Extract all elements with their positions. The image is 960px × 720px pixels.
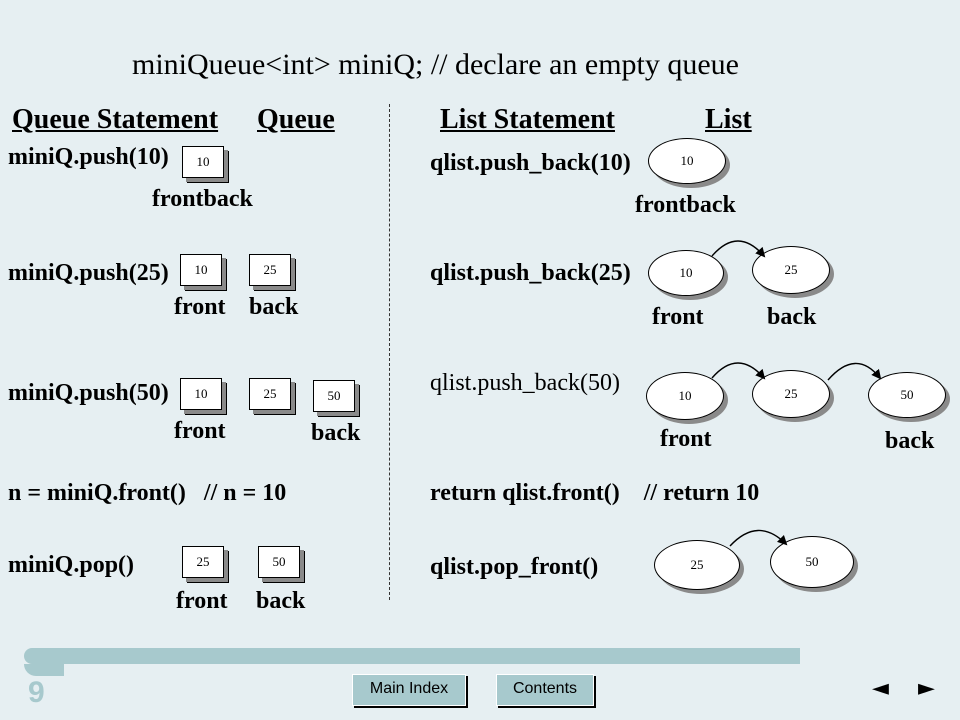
- footer-bar: [24, 648, 800, 664]
- queue-statement-pop: miniQ.pop(): [8, 552, 135, 578]
- header-queue: Queue: [257, 104, 335, 135]
- header-list: List: [705, 104, 752, 135]
- header-queue-statement: Queue Statement: [12, 104, 219, 135]
- list-statement-push-back-25: qlist.push_back(25): [430, 260, 631, 286]
- main-index-button[interactable]: Main Index: [352, 674, 466, 706]
- list-node: 10: [646, 372, 724, 420]
- list-node: 50: [868, 372, 946, 418]
- queue-box: 25: [182, 546, 224, 578]
- previous-arrow-icon[interactable]: ◄: [872, 676, 889, 701]
- queue-statement-push-10: miniQ.push(10): [8, 144, 169, 170]
- link-arrow: [711, 362, 766, 380]
- queue-box: 10: [180, 378, 222, 410]
- slide-title: miniQueue<int> miniQ; // declare an empt…: [132, 48, 740, 81]
- list-node: 25: [654, 540, 740, 590]
- list-front-label: front: [660, 426, 712, 452]
- next-arrow-icon[interactable]: ►: [918, 676, 935, 701]
- footer-bar-notch: [24, 664, 64, 676]
- queue-box: 10: [180, 254, 222, 286]
- queue-back-label: back: [311, 420, 361, 446]
- queue-frontback-label: frontback: [152, 186, 253, 212]
- queue-back-label: back: [256, 588, 306, 614]
- queue-box: 50: [313, 380, 355, 412]
- queue-statement-push-25: miniQ.push(25): [8, 260, 169, 286]
- queue-box: 10: [182, 146, 224, 178]
- list-front-label: front: [652, 304, 704, 330]
- queue-statement-push-50: miniQ.push(50): [8, 380, 169, 406]
- link-arrow: [827, 362, 882, 381]
- queue-statement-front: n = miniQ.front() // n = 10: [8, 480, 287, 506]
- list-node: 10: [648, 138, 726, 184]
- queue-front-label: front: [174, 294, 226, 320]
- list-node: 10: [648, 250, 724, 296]
- queue-box: 50: [258, 546, 300, 578]
- list-back-label: back: [885, 428, 935, 454]
- contents-button[interactable]: Contents: [496, 674, 594, 706]
- queue-box: 25: [249, 378, 291, 410]
- queue-front-label: front: [176, 588, 228, 614]
- list-statement-front: return qlist.front() // return 10: [430, 480, 760, 506]
- page-number: 9: [28, 676, 45, 709]
- list-statement-push-back-50: qlist.push_back(50): [430, 370, 620, 396]
- header-list-statement: List Statement: [440, 104, 615, 135]
- list-statement-pop-front: qlist.pop_front(): [430, 554, 599, 580]
- column-divider: [389, 104, 390, 600]
- list-frontback-label: frontback: [635, 192, 736, 218]
- queue-back-label: back: [249, 294, 299, 320]
- list-statement-push-back-10: qlist.push_back(10): [430, 150, 631, 176]
- queue-box: 25: [249, 254, 291, 286]
- list-back-label: back: [767, 304, 817, 330]
- link-arrow: [711, 240, 766, 258]
- queue-front-label: front: [174, 418, 226, 444]
- link-arrow: [729, 529, 788, 547]
